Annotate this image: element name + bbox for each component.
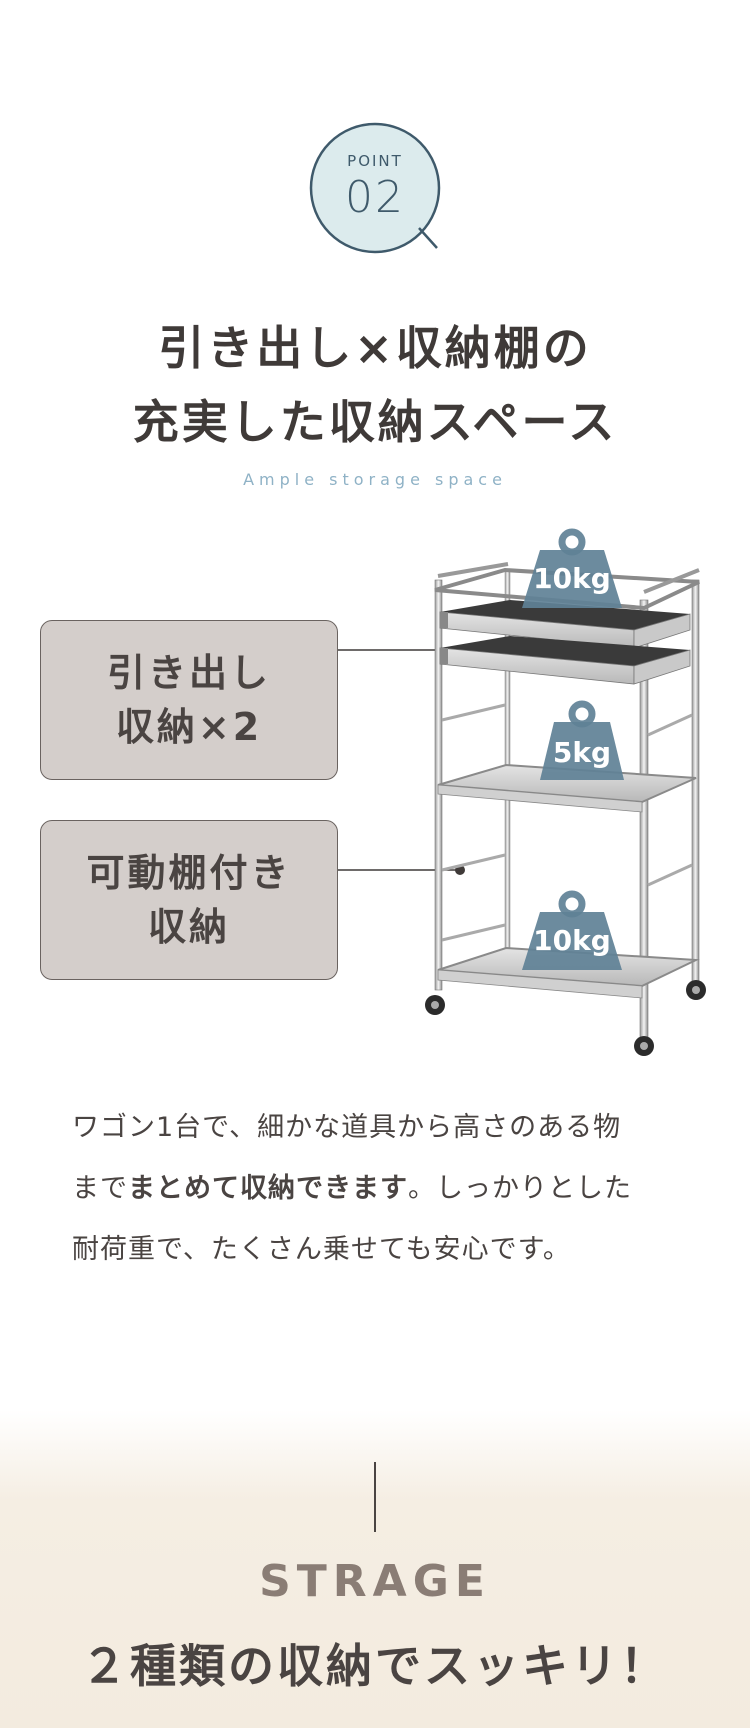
- weight-top-icon: [522, 528, 622, 608]
- caster-wheel: [425, 980, 706, 1056]
- feature-shelf-box: 可動棚付き 収納: [40, 820, 338, 980]
- banner-english-title: STRAGE: [259, 1556, 491, 1607]
- description-emphasis: まとめて収納できます: [128, 1173, 408, 1204]
- english-subtitle: Ample storage space: [243, 470, 507, 489]
- feature-drawer-line-2: 収納×2: [115, 705, 263, 749]
- drawer-lower: [439, 636, 691, 685]
- point-number: 02: [345, 172, 405, 223]
- feature-drawer-box: 引き出し 収納×2: [40, 620, 338, 780]
- weight-middle-label: 5kg: [552, 736, 612, 769]
- weight-bottom-icon: [522, 890, 622, 970]
- description-line-2-post: 。しっかりとした: [408, 1173, 632, 1204]
- point-label: POINT: [347, 152, 403, 170]
- weight-top-label: 10kg: [533, 562, 611, 595]
- kitchen-wagon-image: [425, 562, 706, 1056]
- description-line-2-pre: まで: [72, 1173, 128, 1204]
- feature-drawer-line-1: 引き出し: [106, 651, 271, 695]
- feature-shelf-line-2: 収納: [147, 905, 230, 949]
- headline-line-2: 充実した収納スペース: [132, 395, 618, 449]
- point-badge-icon: [309, 122, 441, 254]
- headline-line-1: 引き出し×収納棚の: [158, 321, 592, 375]
- banner-divider-line: [374, 1462, 376, 1532]
- description-line-3: 耐荷重で、たくさん乗せても安心です。: [72, 1234, 571, 1265]
- weight-middle-icon: [540, 700, 624, 780]
- description-line-2: までまとめて収納できます。しっかりとした: [72, 1166, 692, 1205]
- description-line-1: ワゴン1台で、細かな道具から高さのある物: [72, 1112, 622, 1143]
- feature-shelf-line-1: 可動棚付き: [86, 851, 292, 895]
- weight-bottom-label: 10kg: [533, 924, 611, 957]
- banner-japanese-title: ２種類の収納でスッキリ！: [81, 1639, 669, 1693]
